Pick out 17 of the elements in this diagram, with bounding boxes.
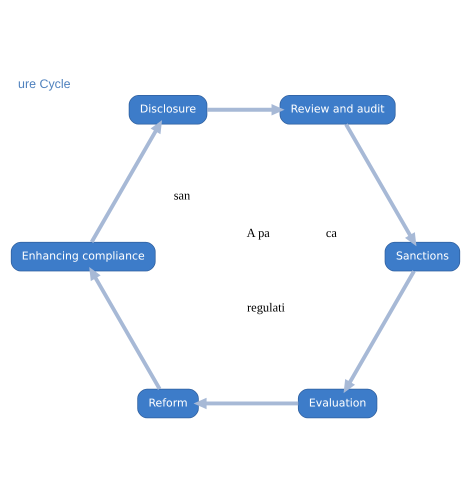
label: regulati [247, 300, 286, 314]
arrow [194, 397, 298, 409]
arrow [344, 122, 416, 246]
node-box: Evaluation [298, 388, 378, 418]
arrow [90, 120, 162, 242]
diagram-title: ure Cycle [18, 76, 71, 91]
node-box: Reform [137, 388, 199, 418]
node-box: Review and audit [280, 94, 396, 124]
arrow [207, 104, 285, 115]
label: san [174, 188, 190, 202]
arrow [89, 266, 162, 390]
label: ca [326, 226, 337, 240]
arrow [344, 270, 416, 393]
label: A pa [246, 226, 270, 240]
node-box: Enhancing compliance [10, 241, 156, 271]
node-box: Sanctions [384, 241, 460, 271]
node-box: Disclosure [128, 94, 208, 124]
